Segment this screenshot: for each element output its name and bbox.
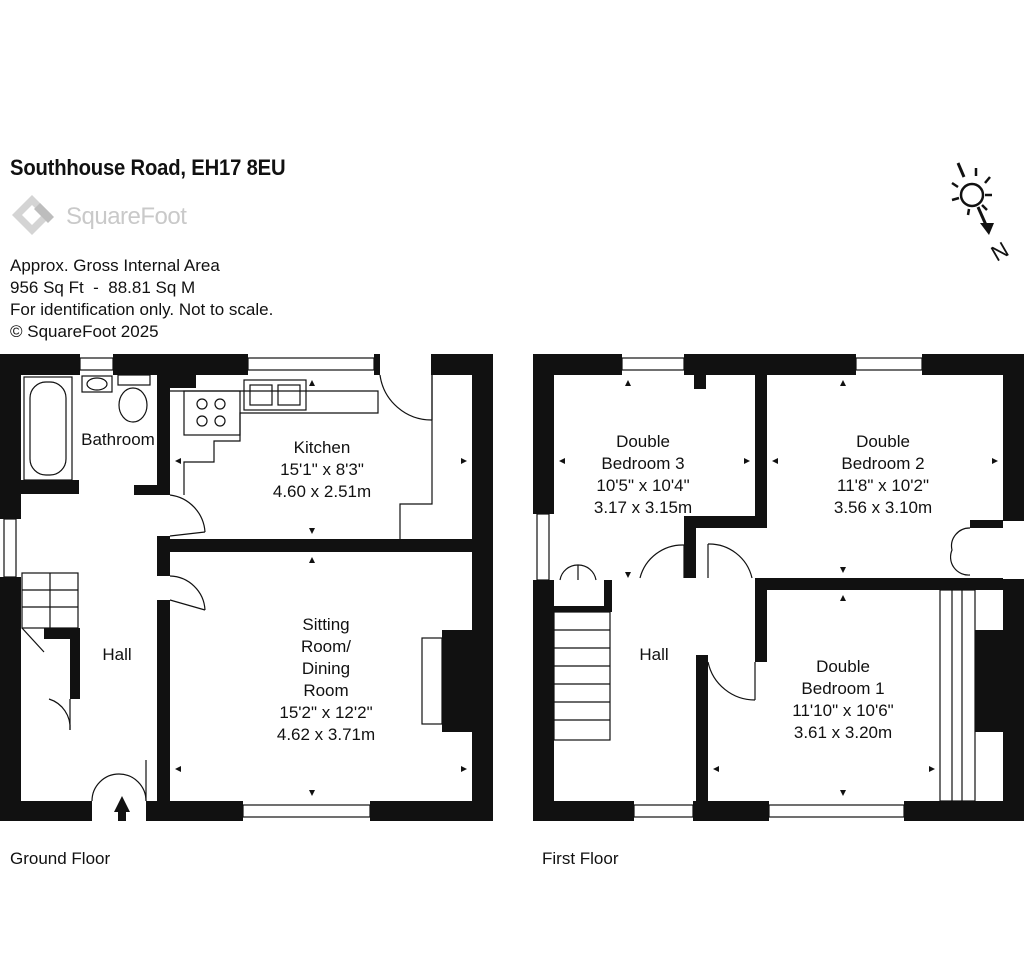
ground-floor-label: Ground Floor xyxy=(10,849,111,868)
room-double-bedroom-1: Double Bedroom 1 11'10" x 10'6" 3.61 x 3… xyxy=(763,656,923,744)
room-size-metric: 3.56 x 3.10m xyxy=(833,498,933,517)
area-info: Approx. Gross Internal Area 956 Sq Ft - … xyxy=(10,255,273,343)
info-line-area-value: 956 Sq Ft - 88.81 Sq M xyxy=(10,278,196,297)
room-hall-first: Hall xyxy=(629,644,679,666)
room-name-line: Bedroom 3 xyxy=(601,454,685,473)
room-size-imperial: 15'2" x 12'2" xyxy=(279,703,373,722)
squarefoot-logo-icon xyxy=(12,195,54,235)
room-name-line: Double xyxy=(856,432,910,451)
room-name: Bathroom xyxy=(81,430,155,449)
room-name-line: Bedroom 1 xyxy=(801,679,885,698)
info-line-copyright: © SquareFoot 2025 xyxy=(10,322,159,341)
room-size-imperial: 11'8" x 10'2" xyxy=(837,476,929,495)
room-name-line: Dining xyxy=(301,659,351,678)
room-name-line: Double xyxy=(616,432,670,451)
compass: N xyxy=(940,155,1020,266)
room-name-line: Bedroom 2 xyxy=(841,454,925,473)
brand-logo: SquareFoot xyxy=(10,193,220,241)
room-size-imperial: 10'5" x 10'4" xyxy=(596,476,690,495)
room-name-line: Sitting xyxy=(302,615,350,634)
room-size-imperial: 11'10" x 10'6" xyxy=(792,701,894,720)
room-size-metric: 4.60 x 2.51m xyxy=(272,482,372,501)
room-name: Kitchen xyxy=(293,438,351,457)
room-size-metric: 4.62 x 3.71m xyxy=(276,725,376,744)
room-double-bedroom-2: Double Bedroom 2 11'8" x 10'2" 3.56 x 3.… xyxy=(803,431,963,519)
brand-name: SquareFoot xyxy=(66,203,187,230)
info-line-area-label: Approx. Gross Internal Area xyxy=(10,256,220,275)
page-title: Southhouse Road, EH17 8EU xyxy=(10,155,286,180)
room-name-line: Room/ xyxy=(300,637,352,656)
room-name: Hall xyxy=(102,645,132,664)
entrance-arrow-icon xyxy=(114,796,130,821)
room-name: Hall xyxy=(639,645,669,664)
room-sitting-dining: Sitting Room/ Dining Room 15'2" x 12'2" … xyxy=(246,614,406,746)
first-floor-label: First Floor xyxy=(542,849,619,868)
room-name-line: Double xyxy=(816,657,870,676)
room-size-metric: 3.61 x 3.20m xyxy=(793,723,893,742)
info-line-disclaimer: For identification only. Not to scale. xyxy=(10,300,274,319)
room-size-imperial: 15'1" x 8'3" xyxy=(280,460,364,479)
room-kitchen: Kitchen 15'1" x 8'3" 4.60 x 2.51m xyxy=(242,437,402,503)
room-size-metric: 3.17 x 3.15m xyxy=(593,498,693,517)
room-name-line: Room xyxy=(303,681,349,700)
room-hall-ground: Hall xyxy=(92,644,142,666)
room-double-bedroom-3: Double Bedroom 3 10'5" x 10'4" 3.17 x 3.… xyxy=(563,431,723,519)
compass-sun-icon xyxy=(951,162,994,235)
room-bathroom: Bathroom xyxy=(70,429,166,451)
